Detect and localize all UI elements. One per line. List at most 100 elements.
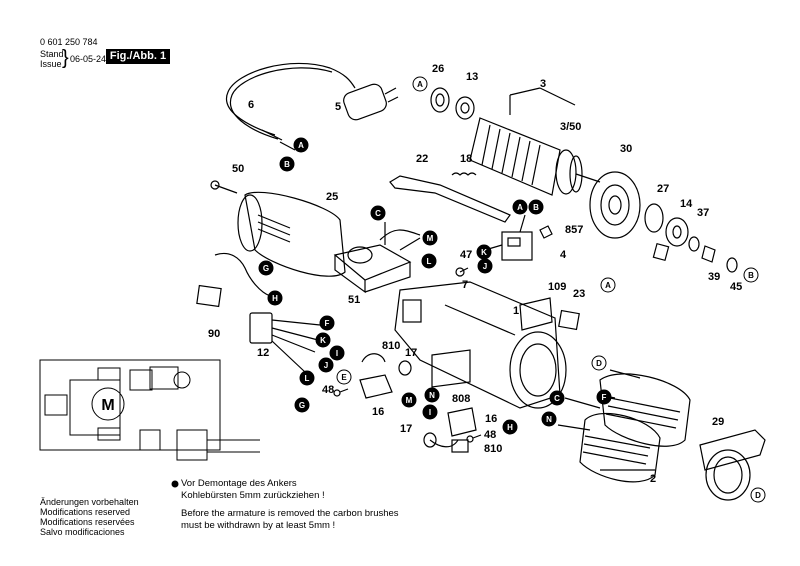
- callout-n: N: [424, 387, 440, 403]
- part-number-label: 857: [565, 224, 583, 236]
- callout-n: N: [541, 411, 557, 427]
- note-bullet: [171, 480, 179, 488]
- plug: [343, 83, 387, 121]
- part-number-label: 50: [232, 163, 244, 175]
- issue-date: 06-05-24: [70, 54, 107, 64]
- washer-37: [688, 236, 700, 252]
- callout-b: B: [743, 267, 759, 283]
- svg-text:I: I: [336, 349, 338, 358]
- rear-cover-29: [699, 429, 766, 501]
- svg-text:G: G: [263, 264, 269, 273]
- callout-b: B: [528, 199, 544, 215]
- callout-a: A: [293, 137, 309, 153]
- part-number-label: 3: [540, 78, 546, 90]
- callout-e: E: [336, 369, 352, 385]
- motor-symbol: M: [101, 397, 114, 414]
- note-en-line1: Before the armature is removed the carbo…: [181, 508, 399, 519]
- svg-text:J: J: [483, 262, 487, 271]
- connector-12: [249, 312, 273, 344]
- bearing-13: [455, 96, 475, 120]
- part-number-label: 16: [372, 406, 384, 418]
- part-number-label: 808: [452, 393, 470, 405]
- part-number-label: 17: [400, 423, 412, 435]
- part-number-label: 13: [466, 71, 478, 83]
- part-number-label: 18: [460, 153, 472, 165]
- part-number-label: 27: [657, 183, 669, 195]
- part-number-label: 1: [513, 305, 519, 317]
- part-number-label: 16: [485, 413, 497, 425]
- part-number-label: 810: [484, 443, 502, 455]
- part-number-label: 22: [416, 153, 428, 165]
- callout-f: F: [319, 315, 335, 331]
- svg-text:J: J: [324, 361, 328, 370]
- motor-cover-25: [237, 191, 346, 277]
- footer-line: Salvo modificaciones: [40, 527, 125, 537]
- part-number-label: 45: [730, 281, 742, 293]
- svg-text:K: K: [481, 248, 487, 257]
- pinion-39: [701, 245, 716, 263]
- part-number-label: 37: [697, 207, 709, 219]
- part-number-label: 48: [322, 384, 334, 396]
- footer-notes: Änderungen vorbehalten Modifications res…: [40, 497, 139, 537]
- wiring-schematic: [39, 359, 260, 461]
- svg-text:E: E: [341, 373, 347, 382]
- part-number-label: 2: [650, 473, 656, 485]
- note-de-line2: Kohlebürsten 5mm zurückziehen !: [181, 490, 325, 501]
- callout-f: F: [596, 389, 612, 405]
- svg-text:K: K: [320, 336, 326, 345]
- callout-a: A: [412, 76, 428, 92]
- svg-text:L: L: [305, 374, 310, 383]
- electronics-module-51: [333, 229, 421, 294]
- svg-text:F: F: [602, 393, 607, 402]
- part-number-label: 4: [560, 249, 567, 261]
- callout-d: D: [591, 355, 607, 371]
- svg-text:B: B: [284, 160, 290, 169]
- callout-i: I: [329, 345, 345, 361]
- callout-l: L: [421, 253, 437, 269]
- part-number-label: 30: [620, 143, 632, 155]
- armature: [469, 117, 601, 196]
- svg-text:M: M: [427, 234, 434, 243]
- part-number-label: 48: [484, 429, 496, 441]
- stand-label: Stand: [40, 49, 64, 59]
- svg-text:N: N: [429, 391, 435, 400]
- figure-label: Fig./Abb. 1: [106, 49, 170, 64]
- part-number-label: 5: [335, 101, 341, 113]
- callout-j: J: [318, 357, 334, 373]
- callout-c: C: [549, 390, 565, 406]
- svg-text:A: A: [517, 203, 523, 212]
- svg-text:H: H: [507, 423, 513, 432]
- svg-text:C: C: [375, 209, 381, 218]
- callout-i: I: [422, 404, 438, 420]
- svg-text:D: D: [755, 491, 761, 500]
- svg-text:I: I: [429, 408, 431, 417]
- callout-a: A: [600, 277, 616, 293]
- svg-text:B: B: [748, 271, 754, 280]
- svg-text:D: D: [596, 359, 602, 368]
- svg-text:G: G: [299, 401, 305, 410]
- brush-holder-16-upper: [359, 353, 412, 399]
- brace: }: [62, 47, 69, 69]
- note-de-line1: Vor Demontage des Ankers: [181, 478, 297, 489]
- screw-48-upper: [339, 388, 349, 393]
- part-number-label: 23: [573, 288, 585, 300]
- brush-holder-16-lower: [423, 407, 477, 453]
- part-number-label: 39: [708, 271, 720, 283]
- callout-k: K: [315, 332, 331, 348]
- part-number-label: 25: [326, 191, 338, 203]
- spring-18: [451, 172, 477, 176]
- callout-j: J: [477, 258, 493, 274]
- part-number-label: 26: [432, 63, 444, 75]
- part-number-label: 29: [712, 416, 724, 428]
- part-number-label: 12: [257, 347, 269, 359]
- callout-g: G: [294, 397, 310, 413]
- footer-line: Modifications reserved: [40, 507, 131, 517]
- footer-line: Änderungen vorbehalten: [40, 497, 139, 507]
- part-number-label: 810: [382, 340, 400, 352]
- part-number-label: 47: [460, 249, 472, 261]
- part-number-label: 109: [548, 281, 566, 293]
- callout-l: L: [299, 370, 315, 386]
- svg-text:M: M: [406, 396, 413, 405]
